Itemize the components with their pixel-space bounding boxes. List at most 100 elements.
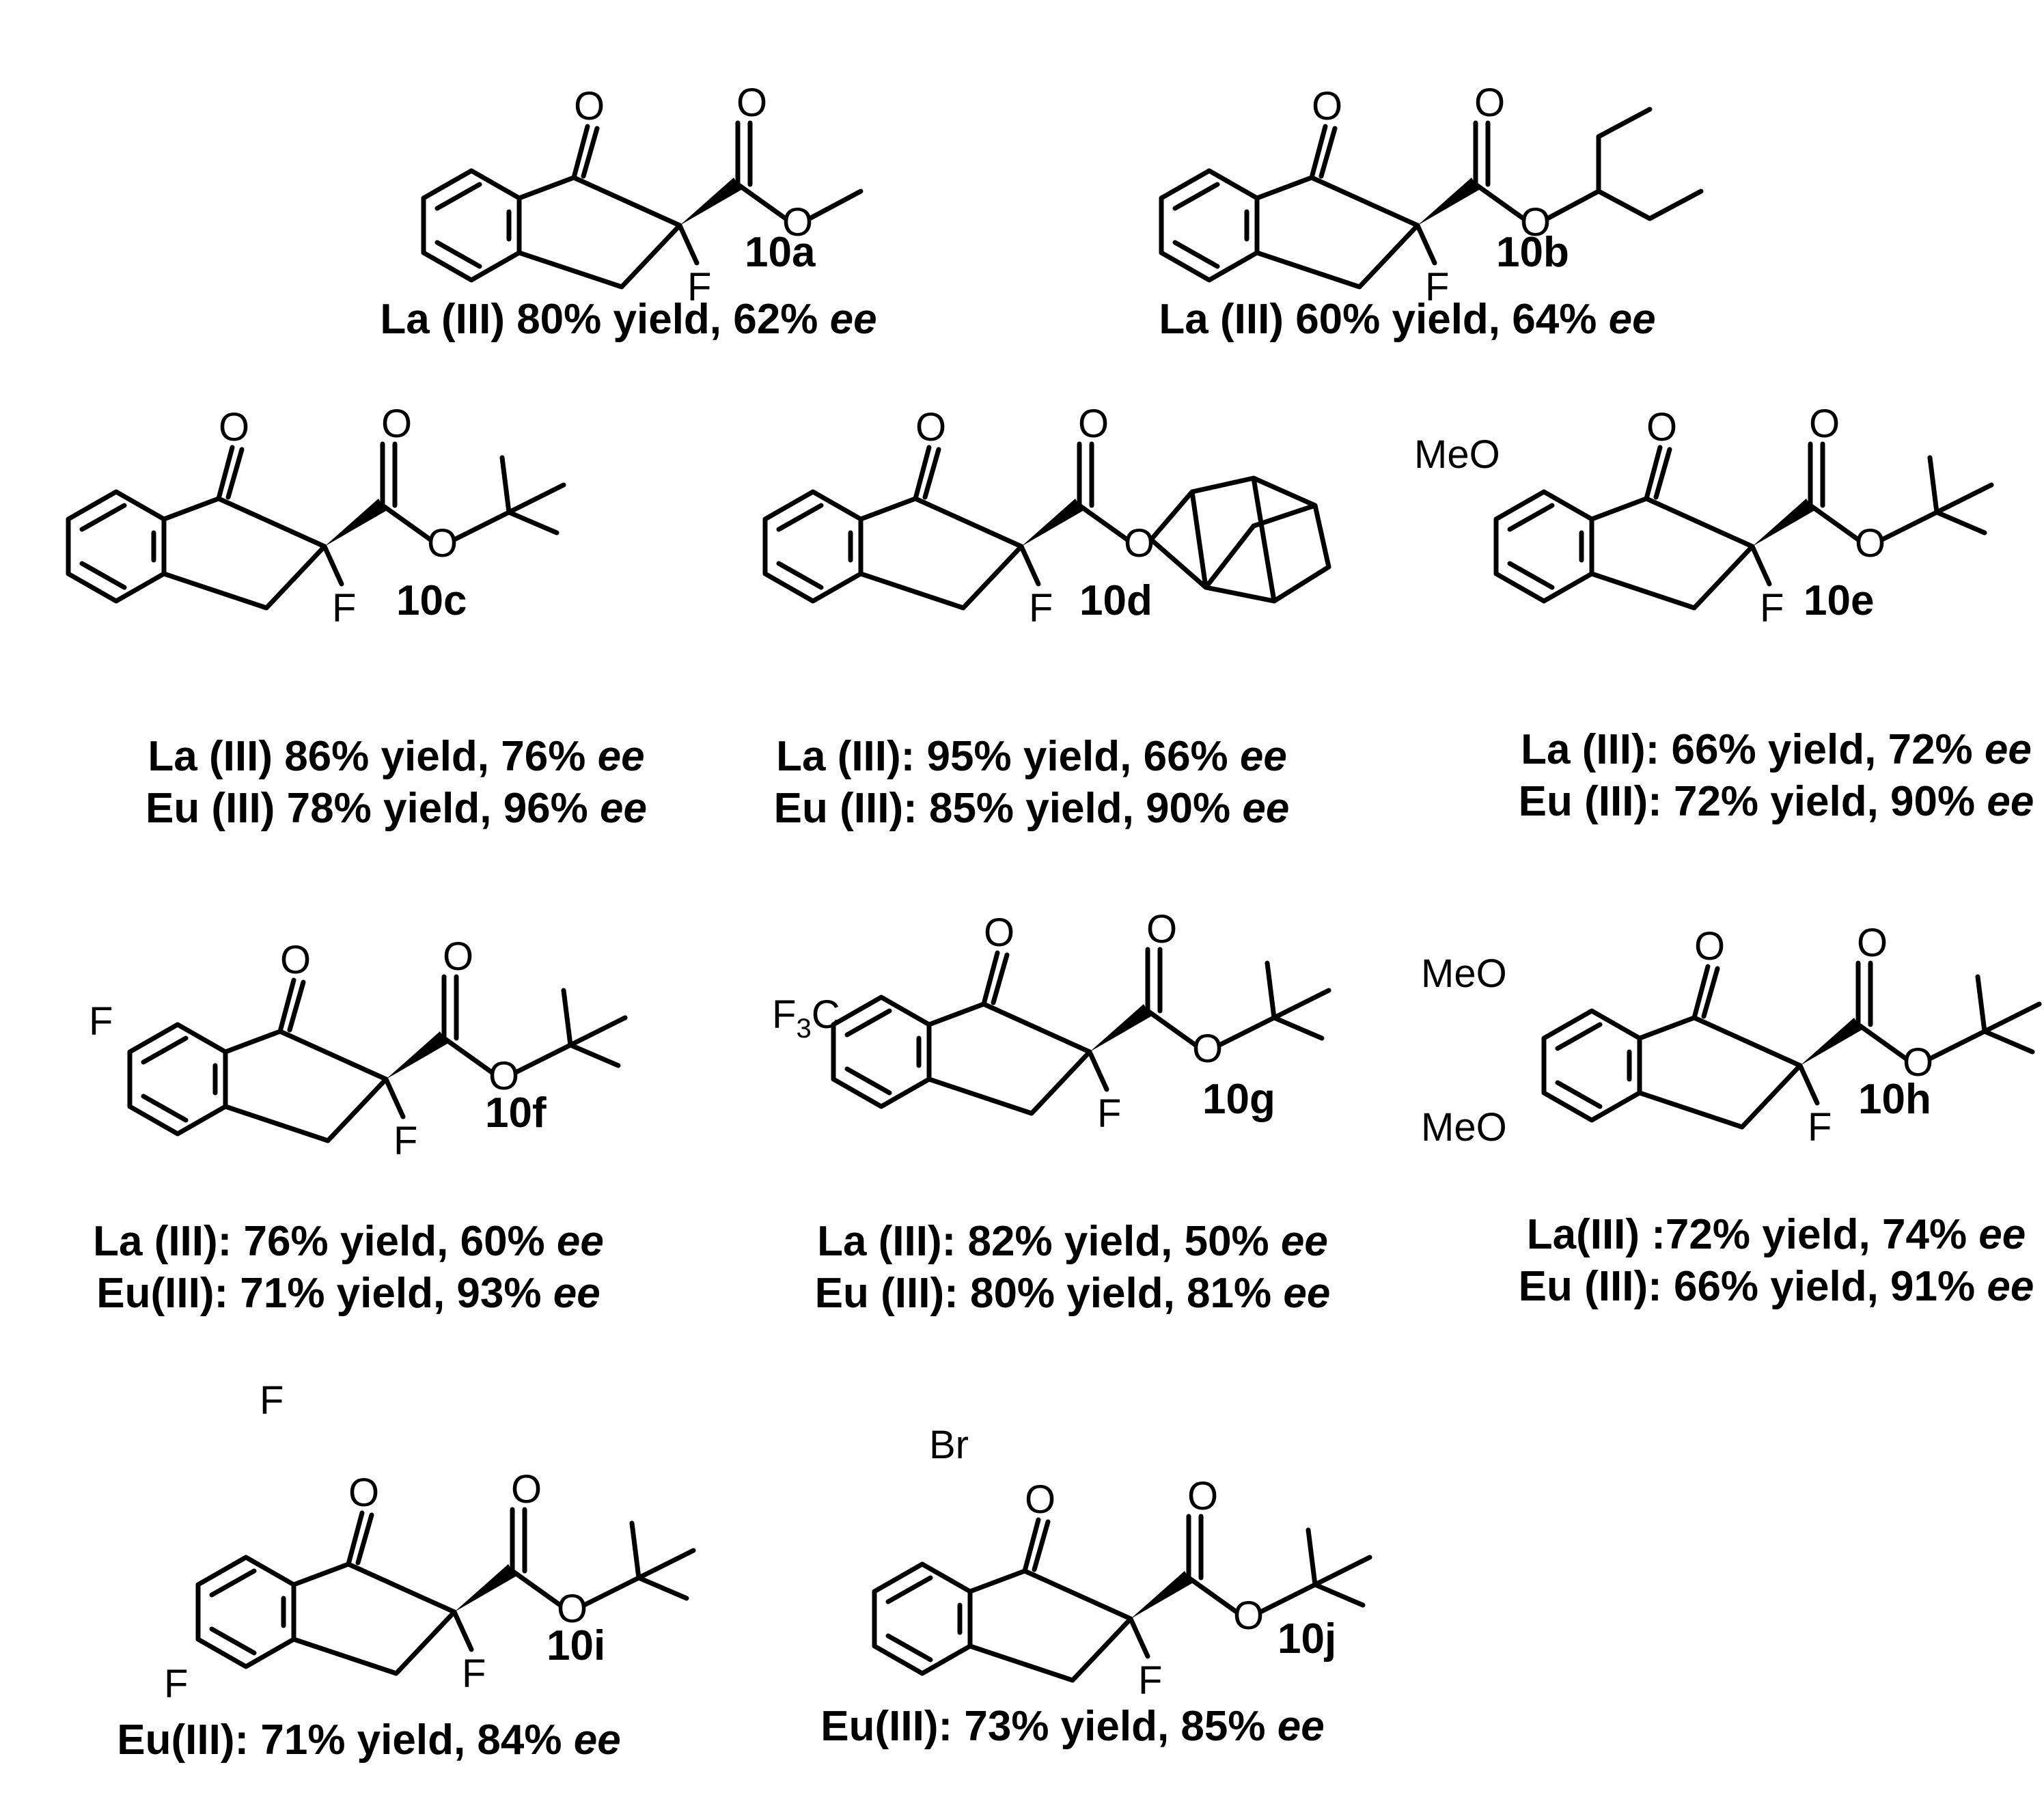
compound-id-10h: 10h bbox=[1858, 1076, 1931, 1123]
ketone-oxygen-label: O bbox=[915, 405, 946, 449]
metal-label: Eu (III) bbox=[145, 785, 287, 832]
ketone-oxygen-label: O bbox=[1646, 405, 1677, 449]
ee-unit: ee bbox=[1228, 733, 1287, 780]
ee-value: 90% bbox=[1890, 778, 1976, 825]
ester-group-tert-butyl bbox=[1260, 1530, 1370, 1612]
results-10i: Eu(III): 71% yield, 84% ee bbox=[55, 1714, 683, 1766]
results-10a: La (III) 80% yield, 62% ee bbox=[314, 294, 943, 346]
result-line: La (III) 60% yield, 64% ee bbox=[1093, 294, 1722, 346]
ee-unit: ee bbox=[1967, 1211, 2026, 1258]
yield-value: 76% yield, bbox=[243, 1218, 460, 1265]
substituent-meo-label: MeO bbox=[1421, 951, 1507, 996]
ketone-oxygen-label: O bbox=[1025, 1477, 1055, 1522]
metal-label: Eu (III): bbox=[814, 1270, 970, 1317]
ee-unit: ee bbox=[1597, 296, 1656, 343]
ester-oxygen-label: O bbox=[488, 1054, 519, 1098]
result-line: Eu(III): 73% yield, 85% ee bbox=[758, 1701, 1387, 1753]
yield-value: 80% yield, bbox=[516, 296, 734, 343]
ester-oxygen-label: O bbox=[1855, 521, 1886, 566]
result-line: Eu (III): 85% yield, 90% ee bbox=[717, 783, 1346, 835]
ee-unit: ee bbox=[1271, 1270, 1331, 1317]
ee-value: 62% bbox=[733, 296, 818, 343]
result-line: La (III) 80% yield, 62% ee bbox=[314, 294, 943, 346]
ester-carbonyl-oxygen-label: O bbox=[1187, 1474, 1218, 1518]
compound-id-10g: 10g bbox=[1202, 1076, 1275, 1123]
compound-id-10c: 10c bbox=[396, 577, 467, 624]
ee-unit: ee bbox=[585, 733, 645, 780]
fluorine-label: F bbox=[1425, 265, 1449, 309]
yield-value: 86% yield, bbox=[284, 733, 501, 780]
indanone-core bbox=[765, 444, 1127, 608]
yield-value: 78% yield, bbox=[286, 785, 503, 832]
results-10j: Eu(III): 73% yield, 85% ee bbox=[758, 1701, 1387, 1753]
fluorine-label: F bbox=[1097, 1091, 1121, 1136]
ketone-oxygen-label: O bbox=[1694, 924, 1725, 969]
ee-unit: ee bbox=[818, 296, 877, 343]
fluorine-label: F bbox=[332, 586, 356, 630]
ester-group-tert-butyl bbox=[454, 458, 564, 540]
indanone-core bbox=[198, 1509, 560, 1673]
ee-value: 90% bbox=[1146, 785, 1231, 832]
metal-label: La (III): bbox=[817, 1218, 968, 1265]
ester-carbonyl-oxygen-label: O bbox=[1146, 907, 1177, 951]
ee-unit: ee bbox=[544, 1218, 604, 1265]
ee-value: 91% bbox=[1890, 1263, 1976, 1310]
metal-label: La(III) : bbox=[1526, 1211, 1666, 1258]
metal-label: Eu(III): bbox=[820, 1703, 965, 1750]
fluorine-label: F bbox=[393, 1119, 417, 1163]
ee-unit: ee bbox=[1230, 785, 1290, 832]
ester-oxygen-label: O bbox=[557, 1587, 588, 1631]
compound-id-10b: 10b bbox=[1496, 229, 1569, 276]
result-line: Eu (III): 66% yield, 91% ee bbox=[1462, 1261, 2044, 1313]
metal-label: La (III): bbox=[93, 1218, 244, 1265]
substituent-f-label: F bbox=[260, 1378, 284, 1423]
ester-oxygen-label: O bbox=[1520, 200, 1551, 245]
result-line: La(III) :72% yield, 74% ee bbox=[1462, 1209, 2044, 1261]
ester-group-tert-butyl bbox=[516, 990, 625, 1072]
ester-carbonyl-oxygen-label: O bbox=[1474, 81, 1505, 125]
ester-oxygen-label: O bbox=[1233, 1594, 1264, 1638]
ester-group-tert-butyl bbox=[584, 1523, 693, 1605]
substituent-cf3-label: F3C bbox=[772, 992, 840, 1044]
yield-value: 82% yield, bbox=[967, 1218, 1185, 1265]
substituent-br-label: Br bbox=[929, 1423, 969, 1467]
ester-oxygen-label: O bbox=[1124, 521, 1155, 566]
ee-value: 96% bbox=[503, 785, 588, 832]
compound-id-10e: 10e bbox=[1804, 577, 1874, 624]
yield-value: 66% yield, bbox=[1673, 1263, 1891, 1310]
compound-id-10i: 10i bbox=[547, 1622, 605, 1669]
yield-value: 95% yield, bbox=[926, 733, 1144, 780]
ee-value: 93% bbox=[456, 1270, 542, 1317]
fluorine-label: F bbox=[1808, 1105, 1832, 1150]
indanone-core bbox=[874, 1516, 1237, 1680]
indanone-core bbox=[424, 123, 786, 287]
ee-unit: ee bbox=[541, 1270, 600, 1317]
ester-group-tert-butyl bbox=[1882, 458, 1991, 540]
result-line: Eu(III): 71% yield, 93% ee bbox=[34, 1268, 663, 1320]
ester-group-tert-butyl bbox=[1219, 963, 1329, 1045]
fluorine-label: F bbox=[687, 265, 711, 309]
ee-unit: ee bbox=[1265, 1703, 1325, 1750]
result-line: La (III): 76% yield, 60% ee bbox=[34, 1216, 663, 1268]
ee-value: 85% bbox=[1180, 1703, 1266, 1750]
yield-value: 71% yield, bbox=[240, 1270, 457, 1317]
indanone-core bbox=[1161, 123, 1523, 287]
ketone-oxygen-label: O bbox=[348, 1471, 379, 1515]
ketone-oxygen-label: O bbox=[574, 84, 605, 128]
result-line: La (III): 95% yield, 66% ee bbox=[717, 731, 1346, 783]
results-10b: La (III) 60% yield, 64% ee bbox=[1093, 294, 1722, 346]
ee-value: 74% bbox=[1881, 1211, 1967, 1258]
metal-label: Eu (III): bbox=[773, 785, 929, 832]
ee-unit: ee bbox=[588, 785, 647, 832]
ee-unit: ee bbox=[1975, 1263, 2034, 1310]
